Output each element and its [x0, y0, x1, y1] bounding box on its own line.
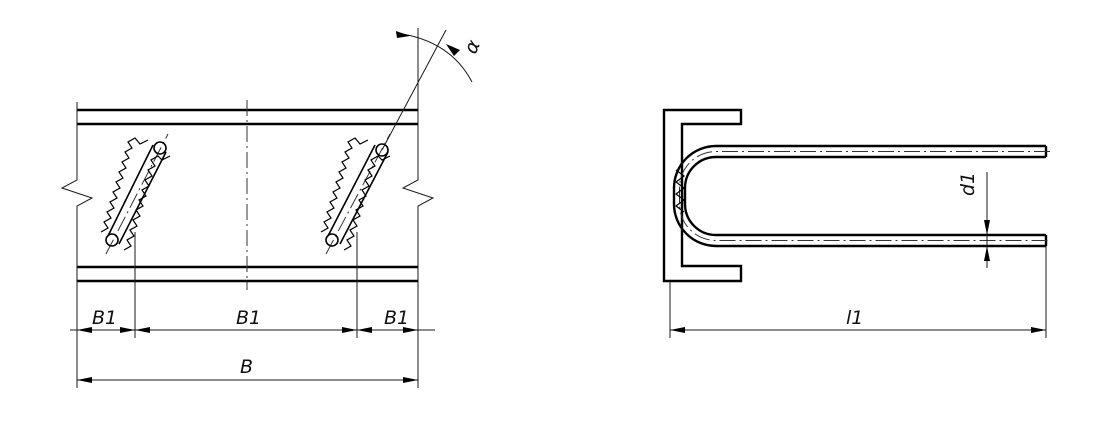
u-bar-outer [672, 144, 1046, 248]
right-break-line [401, 28, 435, 388]
left-inclined-bar [100, 133, 171, 255]
left-bar-weld-left [100, 137, 149, 233]
u-bar-center-line [679, 151, 1050, 241]
right-bar-weld-right [343, 155, 391, 251]
angle-reference-line [381, 29, 447, 151]
left-break-line [60, 102, 94, 296]
right-bar-end-top [375, 143, 389, 157]
right-inclined-bar [320, 29, 447, 255]
b1-left-label: B1 [92, 307, 117, 329]
angle-arrow-right [446, 44, 460, 56]
angle-arc [395, 32, 473, 83]
left-bar-end-bottom [105, 233, 119, 247]
left-bar-weld-right [123, 155, 171, 251]
angle-arrow-left [396, 31, 410, 38]
left-bar-end-top [153, 141, 167, 155]
b1-middle-label: B1 [236, 307, 261, 329]
u-bar-inner [683, 155, 1046, 237]
section-view: d1 l1 [662, 108, 1050, 338]
b1-right-label: B1 [384, 307, 409, 329]
angle-label: α [460, 36, 485, 57]
plan-view: α B1 B1 B1 B [60, 28, 485, 388]
l1-label: l1 [846, 307, 863, 329]
channel-section [662, 108, 743, 283]
b-total-label: B [240, 356, 253, 378]
right-bar-end-bottom [325, 233, 339, 247]
right-bar-weld-left [320, 137, 369, 233]
d1-label: d1 [957, 172, 979, 196]
section-weld [675, 169, 685, 213]
